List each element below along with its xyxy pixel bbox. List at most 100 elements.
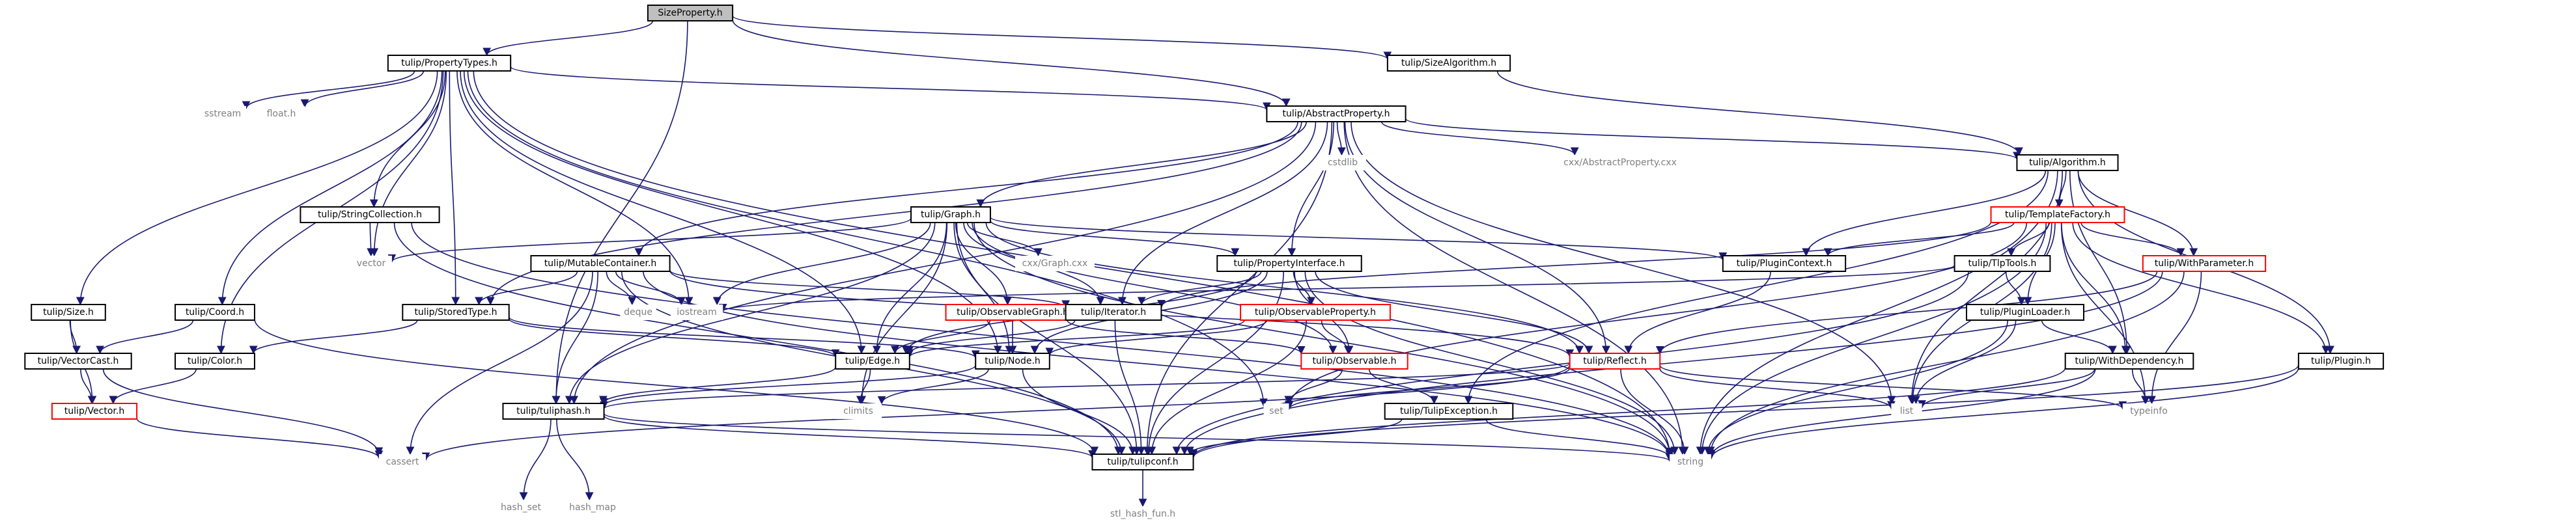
node-templatefactory[interactable]: tulip/TemplateFactory.h <box>1990 206 2125 223</box>
edge-tlptools-to-pluginloader <box>2005 271 2026 306</box>
node-box <box>1722 255 1847 272</box>
edge-edge-to-tuliphash <box>599 366 836 405</box>
node-iostream: iostream <box>670 305 723 320</box>
node-coord[interactable]: tulip/Coord.h <box>175 304 255 321</box>
edge-storedtype-to-edge <box>508 318 840 358</box>
edge-propertyinterface-to-reflect <box>1315 271 1593 355</box>
node-propertyinterface[interactable]: tulip/PropertyInterface.h <box>1216 255 1362 272</box>
edge-templatefactory-to-withdependency <box>2061 222 2130 355</box>
edge-propertytypes-to-vector <box>370 70 447 257</box>
node-algorithm[interactable]: tulip/Algorithm.h <box>2016 154 2119 171</box>
node-stlhashfun: stl_hash_fun.h <box>1100 506 1186 522</box>
node-sizeh[interactable]: tulip/Size.h <box>31 304 106 321</box>
node-label: stl_hash_fun.h <box>1110 509 1175 519</box>
edge-abstractproperty-to-algorithm <box>1405 118 2021 161</box>
node-sizealgorithm[interactable]: tulip/SizeAlgorithm.h <box>1386 55 1511 72</box>
node-label: tulip/Graph.h <box>921 210 981 220</box>
node-label: cassert <box>386 457 419 467</box>
edge-tulipexception-to-string <box>1485 418 1674 459</box>
node-vectorh[interactable]: tulip/Vector.h <box>51 403 138 420</box>
edge-sizealgorithm-to-algorithm <box>1496 70 2023 156</box>
node-box <box>257 106 305 122</box>
node-plugin[interactable]: tulip/Plugin.h <box>2297 353 2385 370</box>
edge-node-to-climits <box>877 368 989 405</box>
edge-layer <box>69 15 2334 508</box>
edge-propertytypes-to-set <box>467 70 1268 407</box>
node-reflect[interactable]: tulip/Reflect.h <box>1569 353 1661 370</box>
node-color[interactable]: tulip/Color.h <box>175 353 255 370</box>
edge-abstractproperty-to-iterator <box>1118 121 1328 306</box>
node-observablegraph[interactable]: tulip/ObservableGraph.h <box>945 304 1080 321</box>
edge-sizeproperty-to-abstractproperty <box>732 20 1291 107</box>
edge-propertyinterface-to-iterator <box>1137 271 1262 306</box>
node-box <box>1216 255 1362 272</box>
node-observableproperty[interactable]: tulip/ObservableProperty.h <box>1240 304 1391 321</box>
node-iterator[interactable]: tulip/Iterator.h <box>1065 304 1162 321</box>
node-box <box>2122 403 2176 419</box>
edge-mutablecontainer-to-storedtype <box>475 271 578 306</box>
node-label: tulip/Vector.h <box>64 406 124 416</box>
node-box <box>1386 55 1511 72</box>
node-box <box>2297 353 2385 370</box>
node-propertytypes[interactable]: tulip/PropertyTypes.h <box>387 55 512 72</box>
node-floath: float.h <box>257 106 305 122</box>
edge-tuliphash-to-hashset <box>519 418 552 501</box>
node-edge[interactable]: tulip/Edge.h <box>835 353 910 370</box>
edge-withparameter-to-tulipconf <box>1180 271 2163 455</box>
node-label: sstream <box>204 109 241 119</box>
node-tulipexception[interactable]: tulip/TulipException.h <box>1384 403 1514 420</box>
node-withdependency[interactable]: tulip/WithDependency.h <box>2064 353 2194 370</box>
node-box <box>1384 403 1514 420</box>
node-label: list <box>1900 406 1914 416</box>
edge-tuliphash-to-string <box>603 413 1673 462</box>
node-storedtype[interactable]: tulip/StoredType.h <box>402 304 510 321</box>
edge-abstractproperty-to-cxxabstract <box>1380 121 1579 156</box>
edge-observable-to-set <box>1284 368 1343 405</box>
edge-tuliphash-to-tulipconf <box>603 414 1097 459</box>
node-label: tulip/TemplateFactory.h <box>2005 210 2110 220</box>
node-box <box>350 256 392 271</box>
node-label: tulip/PropertyTypes.h <box>401 58 497 68</box>
node-sizeproperty[interactable]: SizeProperty.h <box>647 5 734 21</box>
node-label: iostream <box>677 307 717 318</box>
edge-abstractproperty-to-graph <box>976 121 1307 208</box>
node-box <box>378 454 427 470</box>
edge-node-to-tulipconf <box>1022 368 1137 455</box>
node-node[interactable]: tulip/Node.h <box>975 353 1050 370</box>
node-label: tulip/AbstractProperty.h <box>1282 109 1390 119</box>
edge-templatefactory-to-typeinfo <box>2060 222 2149 405</box>
edge-abstractproperty-to-storedtype <box>486 121 1302 306</box>
node-label: tulip/WithDependency.h <box>2075 356 2184 366</box>
edge-storedtype-to-node <box>508 316 980 359</box>
node-label: SizeProperty.h <box>658 8 722 18</box>
node-withparameter[interactable]: tulip/WithParameter.h <box>2142 255 2267 272</box>
edge-coord-to-tulipconf <box>254 318 1099 455</box>
edge-iterator-to-edge <box>905 319 1076 355</box>
edge-withdependency-to-list <box>1918 368 2095 409</box>
edge-withdependency-to-typeinfo <box>2131 368 2150 405</box>
edge-reflect-to-cassert <box>421 364 1571 461</box>
node-vectorcast[interactable]: tulip/VectorCast.h <box>24 353 132 370</box>
node-mutablecontainer[interactable]: tulip/MutableContainer.h <box>530 255 671 272</box>
node-tlptools[interactable]: tulip/TlpTools.h <box>1953 255 2051 272</box>
node-graph[interactable]: tulip/Graph.h <box>910 206 991 223</box>
node-observable[interactable]: tulip/Observable.h <box>1300 353 1408 370</box>
node-plugincontext[interactable]: tulip/PluginContext.h <box>1722 255 1847 272</box>
node-box <box>175 353 255 370</box>
edge-abstractproperty-to-mutablecontainer <box>634 121 1298 257</box>
node-tuliphash[interactable]: tulip/tuliphash.h <box>502 403 605 420</box>
edge-propertyinterface-to-tulipconf <box>1144 271 1284 455</box>
node-stringcollection[interactable]: tulip/StringCollection.h <box>300 206 440 223</box>
node-string: string <box>1670 454 1711 470</box>
node-list: list <box>1891 403 1922 419</box>
edge-mutablecontainer-to-tuliphash <box>552 271 598 405</box>
edge-vectorcast-to-cassert <box>102 368 384 456</box>
node-box <box>834 403 882 419</box>
node-tulipconf[interactable]: tulip/tulipconf.h <box>1091 454 1194 470</box>
node-abstractproperty[interactable]: tulip/AbstractProperty.h <box>1266 105 1407 122</box>
edge-color-to-vectorh <box>109 368 197 405</box>
node-pluginloader[interactable]: tulip/PluginLoader.h <box>1966 304 2084 321</box>
node-label: hash_map <box>569 502 616 513</box>
node-box <box>402 304 510 321</box>
edge-vectorcast-to-vectorh <box>80 368 96 405</box>
